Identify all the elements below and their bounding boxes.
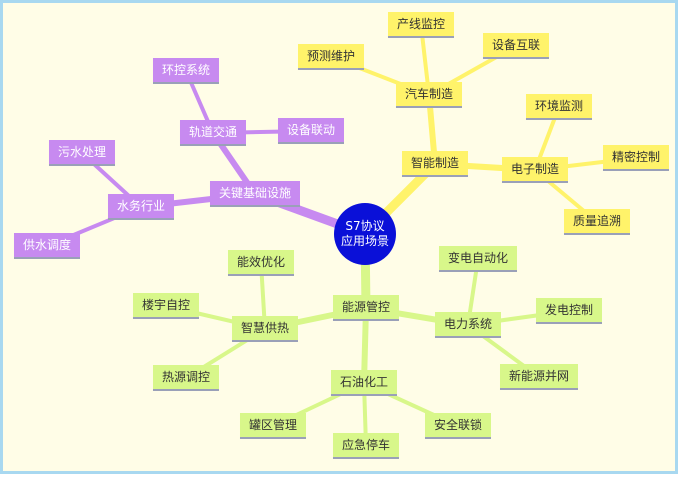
- central-topic-line2: 应用场景: [340, 234, 389, 248]
- topic-water-sewage[interactable]: 污水处理: [48, 140, 116, 166]
- topic-auto-iot[interactable]: 设备互联: [482, 33, 550, 59]
- topic-power-sub[interactable]: 变电自动化: [438, 246, 518, 272]
- topic-power-gen[interactable]: 发电控制: [535, 298, 603, 324]
- topic-water-supply[interactable]: 供水调度: [13, 233, 81, 259]
- central-topic-line1: S7协议: [345, 219, 385, 233]
- topic-petro[interactable]: 石油化工: [330, 370, 398, 396]
- topic-building-heat[interactable]: 热源调控: [152, 365, 220, 391]
- topic-rail[interactable]: 轨道交通: [179, 120, 247, 146]
- topic-petro-safe[interactable]: 安全联锁: [424, 413, 492, 439]
- topic-building-auto[interactable]: 楼宇自控: [132, 293, 200, 319]
- topic-building-opt[interactable]: 能效优化: [227, 250, 295, 276]
- topic-auto-line[interactable]: 产线监控: [387, 12, 455, 38]
- topic-auto-maint[interactable]: 预测维护: [297, 44, 365, 70]
- topic-energy[interactable]: 能源管控: [332, 295, 400, 321]
- topic-elec-ctrl[interactable]: 精密控制: [602, 145, 670, 171]
- topic-power-new[interactable]: 新能源并网: [499, 364, 579, 390]
- topic-petro-stop[interactable]: 应急停车: [332, 433, 400, 459]
- topic-rail-link[interactable]: 设备联动: [277, 118, 345, 144]
- topic-petro-tank[interactable]: 罐区管理: [239, 413, 307, 439]
- topic-smart[interactable]: 智能制造: [401, 151, 469, 177]
- topic-elec[interactable]: 电子制造: [501, 157, 569, 183]
- topic-elec-trace[interactable]: 质量追溯: [563, 209, 631, 235]
- topic-infra[interactable]: 关键基础设施: [209, 181, 301, 207]
- topic-rail-env[interactable]: 环控系统: [152, 58, 220, 84]
- topic-water[interactable]: 水务行业: [107, 194, 175, 220]
- central-topic[interactable]: S7协议 应用场景: [334, 203, 396, 265]
- topic-power[interactable]: 电力系统: [434, 312, 502, 338]
- topic-auto[interactable]: 汽车制造: [395, 82, 463, 108]
- topic-elec-env[interactable]: 环境监测: [525, 94, 593, 120]
- topic-building[interactable]: 智慧供热: [231, 316, 299, 342]
